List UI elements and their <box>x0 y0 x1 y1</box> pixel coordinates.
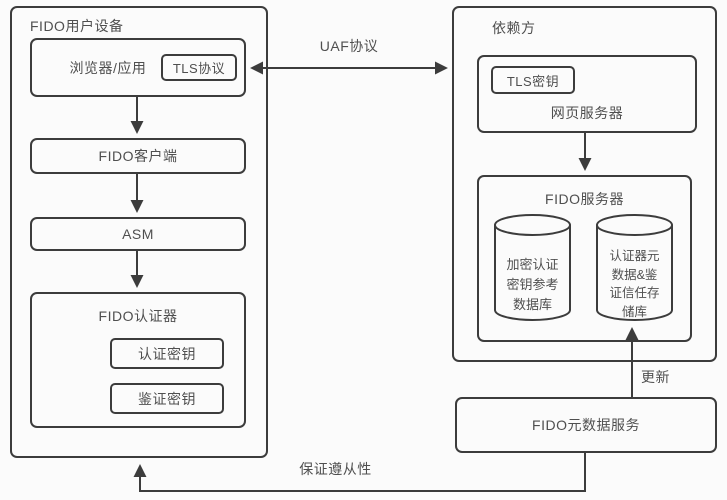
attestation-key-box: 鉴证密钥 <box>110 383 224 414</box>
metadata-store-line2: 数据&鉴 <box>611 267 658 282</box>
metadata-store-line4: 储库 <box>621 304 647 319</box>
browser-app-box: 浏览器/应用 TLS协议 <box>30 38 246 97</box>
fido-metadata-service-label: FIDO元数据服务 <box>532 417 640 433</box>
tls-key-label: TLS密钥 <box>506 73 560 89</box>
metadata-store-line3: 证信任存 <box>609 286 660 300</box>
fido-client-box: FIDO客户端 <box>30 138 246 174</box>
tls-protocol-box: TLS协议 <box>161 54 237 81</box>
crypto-key-db-label: 加密认证 密钥参考 数据库 <box>495 255 570 315</box>
metadata-store-label: 认证器元 数据&鉴 证信任存 储库 <box>597 247 672 321</box>
crypto-key-db-line1: 加密认证 <box>506 257 559 272</box>
relying-party-title: 依赖方 <box>492 20 536 36</box>
auth-key-label: 认证密钥 <box>138 345 196 362</box>
fido-user-device-title: FIDO用户设备 <box>30 18 124 34</box>
tls-protocol-label: TLS协议 <box>172 61 226 76</box>
compliance-label: 保证遵从性 <box>299 461 372 477</box>
browser-app-label: 浏览器/应用 <box>69 59 147 76</box>
fido-client-label: FIDO客户端 <box>98 148 178 164</box>
attestation-key-label: 鉴证密钥 <box>138 390 196 407</box>
fido-authenticator-box: FIDO认证器 <box>30 292 246 428</box>
asm-box: ASM <box>30 217 246 251</box>
web-server-label: 网页服务器 <box>550 105 624 121</box>
auth-key-box: 认证密钥 <box>110 338 224 369</box>
fido-metadata-service-box: FIDO元数据服务 <box>455 397 717 453</box>
metadata-store-line1: 认证器元 <box>609 249 660 263</box>
fido-server-box: FIDO服务器 <box>477 175 692 342</box>
uaf-protocol-label: UAF协议 <box>319 38 379 54</box>
asm-label: ASM <box>122 226 154 242</box>
crypto-key-db-line3: 数据库 <box>512 297 552 312</box>
crypto-key-db-line2: 密钥参考 <box>506 277 559 292</box>
update-label: 更新 <box>641 369 670 385</box>
web-server-box: TLS密钥 网页服务器 <box>477 55 697 133</box>
tls-key-box: TLS密钥 <box>491 66 575 94</box>
fido-authenticator-title: FIDO认证器 <box>98 308 178 324</box>
relying-party-box: 依赖方 <box>452 6 717 362</box>
fido-server-title: FIDO服务器 <box>545 191 624 207</box>
